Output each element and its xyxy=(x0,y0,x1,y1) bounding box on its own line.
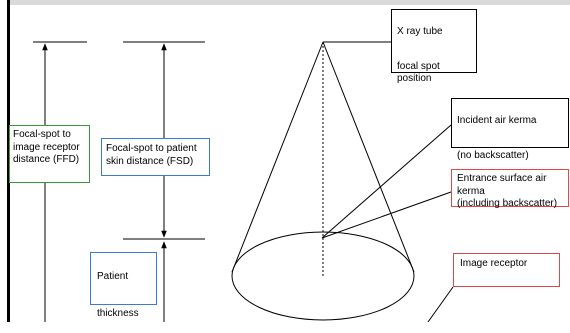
left-border xyxy=(7,0,10,322)
xray-tube-label: X ray tube xyxy=(397,25,443,37)
receptor-leader xyxy=(427,286,454,322)
dosimetry-diagram: X ray tube focal spot position Incident … xyxy=(7,0,570,322)
focal-spot-label: focal spot position xyxy=(397,60,440,85)
patient-label: Patient xyxy=(97,270,129,282)
incident-air-kerma-label: Incident air kerma xyxy=(457,114,537,126)
beam-left-edge xyxy=(231,41,324,273)
incident-air-kerma-box: Incident air kerma (no backscatter) xyxy=(451,98,569,161)
beam-right-edge xyxy=(322,41,415,273)
patient-thickness-box: Patient thickness xyxy=(90,252,157,319)
entrance-kerma-leader xyxy=(321,191,452,239)
incident-kerma-leader xyxy=(321,124,452,239)
entrance-surface-air-kerma-box: Entrance surface air kerma (including ba… xyxy=(451,169,569,209)
fsd-label-box: Focal-spot to patient skin distance (FSD… xyxy=(101,138,210,176)
ffd-label-box: Focal-spot to image receptor distance (F… xyxy=(9,125,90,183)
thickness-label: thickness xyxy=(97,307,139,319)
image-receptor-box: Image receptor xyxy=(453,253,560,287)
no-backscatter-label: (no backscatter) xyxy=(457,149,529,161)
top-strip xyxy=(10,0,570,5)
xray-tube-label-box: X ray tube focal spot position xyxy=(391,9,477,84)
